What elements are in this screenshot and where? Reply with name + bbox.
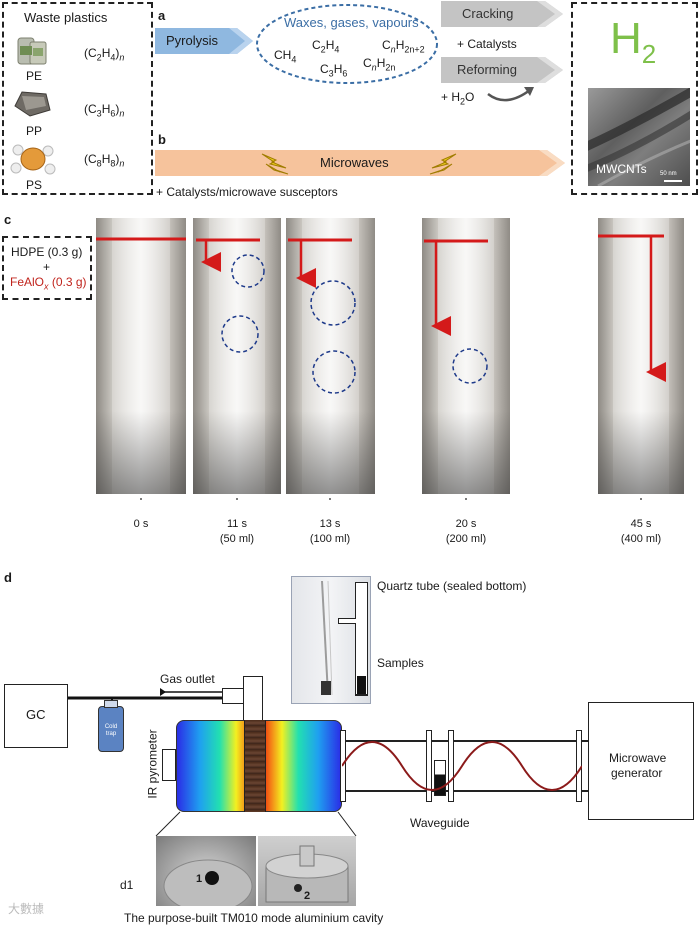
panel-b-letter: b: [158, 132, 166, 147]
pe-bottle-icon: [14, 32, 48, 66]
mwcnts-label: MWCNTs: [596, 162, 647, 176]
cracking-label: Cracking: [462, 6, 514, 21]
tube-side-inlet: [338, 618, 356, 624]
c3h6-formula: C3H6: [320, 62, 348, 79]
microwaves-arrow: [155, 150, 565, 176]
flange-mid-a: [426, 730, 432, 802]
time-label-45s: 45 s(400 ml): [620, 518, 662, 545]
h2-label: H2: [610, 14, 657, 69]
bubble-11s-b: [221, 315, 259, 353]
quartz-label: Quartz tube (sealed bottom): [377, 579, 527, 593]
d1-label: d1: [120, 878, 134, 892]
cnh2n-formula: CnH2n: [363, 56, 396, 73]
pyrolysis-label: Pyrolysis: [166, 33, 219, 48]
outlet-fitting: [222, 688, 244, 704]
time-label-20s: 20 s(200 ml): [445, 518, 487, 545]
reforming-label: Reforming: [457, 62, 517, 77]
ir-pyrometer-label: IR pyrometer: [145, 729, 160, 799]
sample-composition-box: [2, 236, 92, 300]
waveguide-label: Waveguide: [410, 816, 470, 830]
reforming-arrow: [441, 57, 563, 83]
gc-label: GC: [26, 707, 46, 722]
bubble-13s-b: [312, 350, 356, 394]
waveguide-top: [342, 740, 588, 742]
sample-line-feal: FeAlOx (0.3 g): [10, 275, 87, 292]
pp-container-icon: [12, 86, 52, 120]
cavity-photo-2: [258, 836, 356, 906]
ps-formula: (C8H8)n: [84, 152, 125, 169]
time-label-13s: 13 s(100 ml): [309, 518, 351, 545]
photo-13s: [286, 218, 375, 494]
generator-line2: generator: [611, 766, 663, 780]
watermark: 大數據: [8, 902, 45, 916]
c2h4-formula: C2H4: [312, 38, 340, 55]
ps-foam-icon: [10, 142, 56, 176]
ps-label: PS: [26, 178, 43, 192]
ir-pyrometer-port: [162, 749, 176, 781]
photo-20s: [422, 218, 510, 494]
cold-trap-vessel: [98, 706, 124, 752]
cold-trap-label: Cold trap: [104, 724, 118, 737]
pyrolysis-arrow: [155, 28, 253, 54]
photo-0s: [96, 218, 186, 494]
panel-c-letter: c: [4, 212, 12, 227]
sample-column: [244, 720, 266, 812]
pp-formula: (C3H6)n: [84, 102, 125, 119]
samples-fill: [357, 676, 366, 694]
waveguide-bottom: [342, 790, 588, 792]
lightning-icon-left: [261, 153, 289, 175]
panel-d-letter: d: [4, 570, 12, 585]
bubble-13s-a: [310, 280, 356, 326]
microwaves-label: Microwaves: [320, 155, 389, 170]
gas-outlet-label: Gas outlet: [160, 672, 215, 686]
photo-45s: [598, 218, 684, 494]
susceptors-label: + Catalysts/microwave susceptors: [156, 185, 338, 199]
ellipse-title: Waxes, gases, vapours: [284, 15, 419, 30]
cracking-arrow: [441, 1, 563, 27]
gas-lines: [68, 688, 244, 706]
water-curve-arrow: [487, 87, 534, 102]
generator-line1: Microwave: [609, 751, 667, 765]
waste-plastics-title: Waste plastics: [24, 10, 108, 25]
pe-formula: (C2H4)n: [84, 46, 125, 63]
outlet-stem: [243, 676, 263, 724]
flange-mid-b: [448, 730, 454, 802]
catalysts-label: + Catalysts: [457, 37, 517, 51]
quartz-tube-schematic: [355, 582, 368, 696]
zoom-lines: [155, 811, 357, 837]
scale-label: 50 nm: [660, 171, 677, 177]
cnh2n2-formula: CnH2n+2: [382, 38, 425, 55]
cavity-photo-1: [156, 836, 256, 906]
cavity-caption: The purpose-built TM010 mode aluminium c…: [124, 911, 384, 925]
sample-plus: +: [43, 260, 51, 274]
microwave-wave: [342, 741, 582, 791]
bubble-11s-a: [231, 254, 265, 288]
sample-line-hdpe: HDPE (0.3 g): [11, 245, 83, 259]
bubble-20s: [452, 348, 488, 384]
microwave-generator-box: [588, 702, 694, 820]
pe-label: PE: [26, 69, 43, 83]
panel-a-letter: a: [158, 8, 166, 23]
time-label-0s: 0 s: [133, 518, 149, 530]
lightning-icon-right: [429, 153, 457, 175]
pp-label: PP: [26, 124, 43, 138]
water-label: + H2O: [441, 90, 475, 107]
time-label-11s: 11 s(50 ml): [219, 518, 255, 545]
photo-number-1: 1: [196, 873, 203, 885]
cold-trap-cap: [104, 700, 118, 708]
products-ellipse: [256, 4, 438, 84]
gas-volume-markers: [96, 234, 666, 500]
mwcnts-tem-image: [588, 88, 690, 186]
gc-box: [4, 684, 68, 748]
h2-product-box: [571, 2, 698, 195]
photo-number-2: 2: [304, 890, 311, 902]
waste-plastics-box: [2, 2, 153, 195]
ch4-formula: CH4: [274, 48, 297, 65]
scale-bar: [664, 180, 682, 182]
samples-label: Samples: [377, 656, 424, 670]
